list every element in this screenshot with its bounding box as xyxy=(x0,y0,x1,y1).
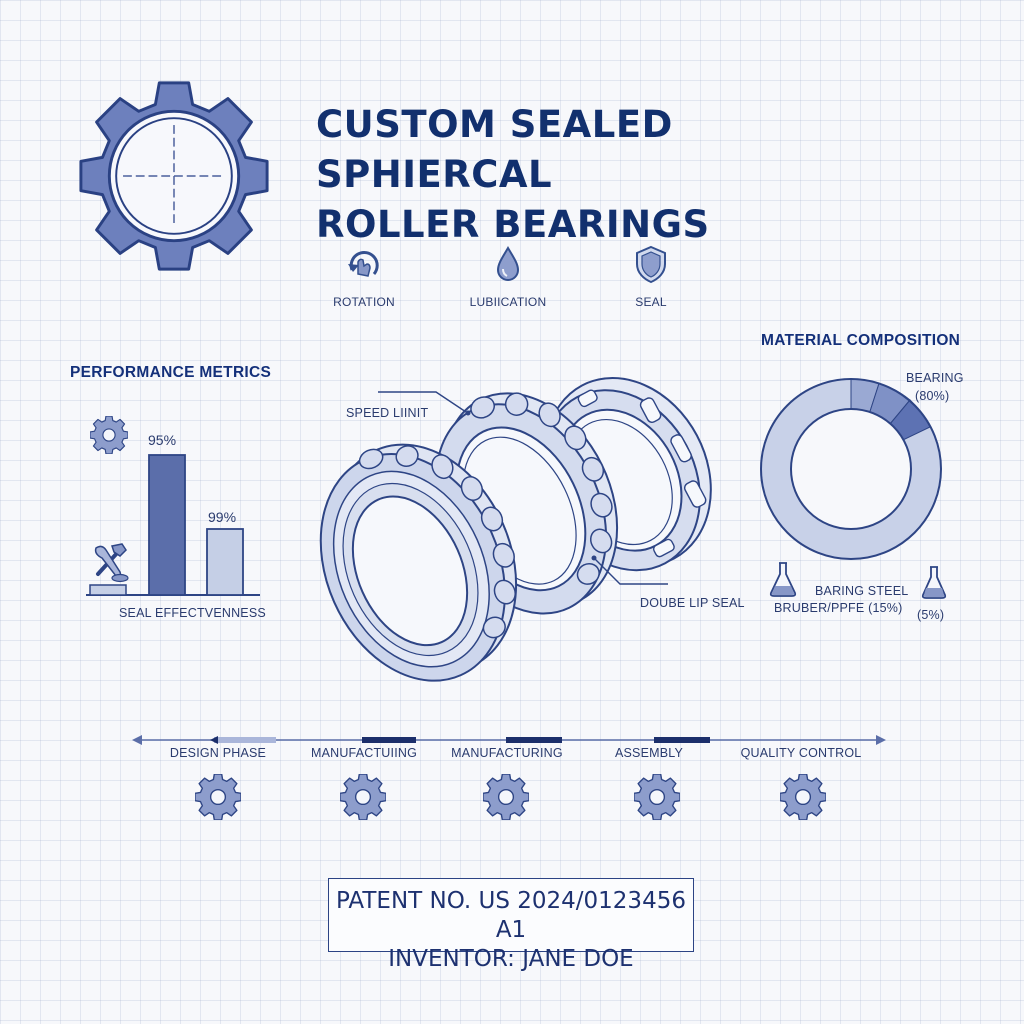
material-bearing-pct: (80%) xyxy=(915,389,950,403)
bearing-exploded-diagram xyxy=(318,340,728,700)
feature-lubrication-label: LUBIICATION xyxy=(469,295,547,309)
process-timeline xyxy=(130,730,890,750)
tools-icon xyxy=(94,543,129,583)
title-line-1: CUSTOM SEALED SPHIERCAL xyxy=(316,103,673,196)
phase-quality-control-gear-icon xyxy=(780,774,826,820)
flask-icon-left xyxy=(769,562,797,597)
flask-icon-right xyxy=(921,566,947,599)
phase-manufacturing-1-label: MANUFACTUIING xyxy=(310,746,418,760)
callout-double-lip-seal: DOUBE LIP SEAL xyxy=(640,596,745,610)
title-line-2: ROLLER BEARINGS xyxy=(316,203,710,246)
phase-assembly-gear-icon xyxy=(634,774,680,820)
droplet-icon xyxy=(496,246,520,281)
outer-ring xyxy=(319,443,518,682)
patent-number: PATENT NO. US 2024/0123456 A1 xyxy=(336,888,686,943)
material-donut xyxy=(760,378,942,560)
page-title: CUSTOM SEALED SPHIERCAL ROLLER BEARINGS xyxy=(316,100,916,250)
feature-rotation-label: ROTATION xyxy=(333,295,395,309)
seal-leader xyxy=(593,557,668,585)
speed-limit-leader xyxy=(378,391,467,413)
callout-speed-limit: SPEED LIINIT xyxy=(346,406,429,420)
performance-chart xyxy=(86,426,266,598)
chart-base-stub xyxy=(89,584,127,596)
material-steel-label: BARING STEEL xyxy=(815,584,909,598)
phase-design-label: DESIGN PHASE xyxy=(169,746,267,760)
phase-manufacturing-2-label: MANUFACTURING xyxy=(451,746,563,760)
feature-seal: SEAL xyxy=(596,244,706,309)
patent-inventor: INVENTOR: JANE DOE xyxy=(388,946,634,972)
phase-manufacturing-2-gear-icon xyxy=(483,774,529,820)
phase-assembly-label: ASSEMBLY xyxy=(614,746,684,760)
feature-lubrication: LUBIICATION xyxy=(453,244,563,309)
main-gear-icon xyxy=(76,78,272,274)
performance-title: PERFORMANCE METRICS xyxy=(70,364,272,381)
patent-box: PATENT NO. US 2024/0123456 A1 INVENTOR: … xyxy=(328,878,694,972)
feature-rotation: ROTATION xyxy=(309,244,419,309)
material-other-pct: (5%) xyxy=(917,608,945,622)
feature-seal-label: SEAL xyxy=(635,295,667,309)
bar-short-label: 99% xyxy=(208,509,237,525)
phase-design-gear-icon xyxy=(195,774,241,820)
bar-99 xyxy=(206,528,244,596)
material-bearing-label: BEARING xyxy=(906,371,964,385)
rotation-icon xyxy=(348,251,379,277)
bar-95 xyxy=(148,454,186,596)
material-title: MATERIAL COMPOSITION xyxy=(761,332,961,349)
phase-quality-control-label: QUALITY CONTROL xyxy=(740,746,862,760)
phase-manufacturing-1-gear-icon xyxy=(340,774,386,820)
material-rubber-label: BRUBER/PPFE (15%) xyxy=(774,601,903,615)
shield-icon xyxy=(636,245,666,284)
bar-tall-label: 95% xyxy=(148,432,177,448)
performance-caption: SEAL EFFECTVENNESS xyxy=(119,606,266,620)
